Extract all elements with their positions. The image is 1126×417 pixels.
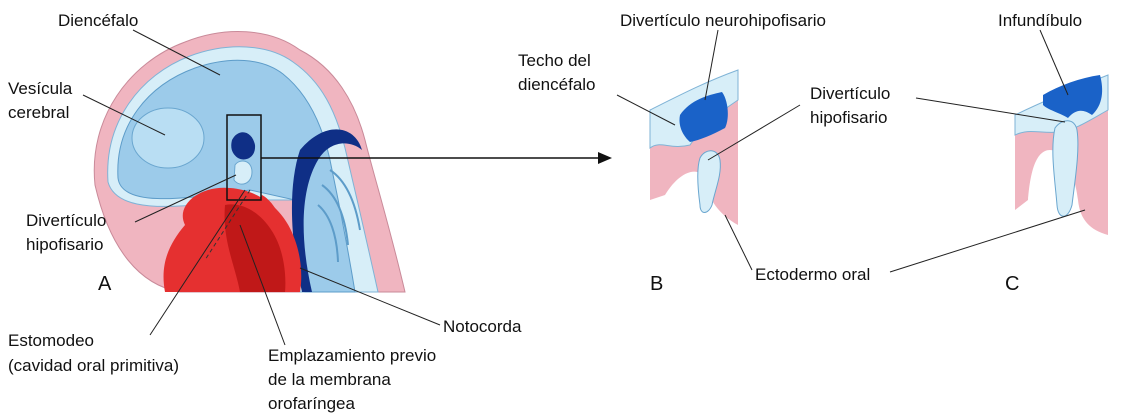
zoom-arrowhead — [598, 152, 612, 164]
label-vesicula-l2: cerebral — [8, 102, 69, 123]
label-emplazamiento-l2: de la membrana — [268, 369, 391, 390]
label-techo-l2: diencéfalo — [518, 74, 596, 95]
label-vesicula-l1: Vesícula — [8, 78, 72, 99]
label-div-hipo-l2: hipofisario — [810, 107, 888, 128]
label-div-hipo-l1: Divertículo — [810, 83, 890, 104]
panel-label-a: A — [98, 273, 111, 296]
panel-b-illustration — [650, 70, 738, 225]
label-diverticulo-l1: Divertículo — [26, 210, 106, 231]
label-techo-l1: Techo del — [518, 50, 591, 71]
panel-label-b: B — [650, 273, 663, 296]
label-emplazamiento-l1: Emplazamiento previo — [268, 345, 436, 366]
cerebral-vesicle — [132, 108, 204, 168]
label-diverticulo-neurohipofisario: Divertículo neurohipofisario — [620, 10, 826, 31]
label-diencefalo: Diencéfalo — [58, 10, 138, 31]
c-hypo-diverticulum — [1053, 121, 1078, 217]
panel-label-c: C — [1005, 273, 1019, 296]
panel-c-illustration — [1015, 75, 1108, 235]
label-diverticulo-l2: hipofisario — [26, 234, 104, 255]
label-infundibulo: Infundíbulo — [998, 10, 1082, 31]
label-emplazamiento-l3: orofaríngea — [268, 393, 355, 414]
label-estomodeo-l1: Estomodeo — [8, 330, 94, 351]
rathke-pouch-a — [234, 161, 252, 184]
label-ectodermo-oral: Ectodermo oral — [755, 264, 870, 285]
label-estomodeo-l2: (cavidad oral primitiva) — [8, 355, 179, 376]
label-notocorda: Notocorda — [443, 316, 521, 337]
